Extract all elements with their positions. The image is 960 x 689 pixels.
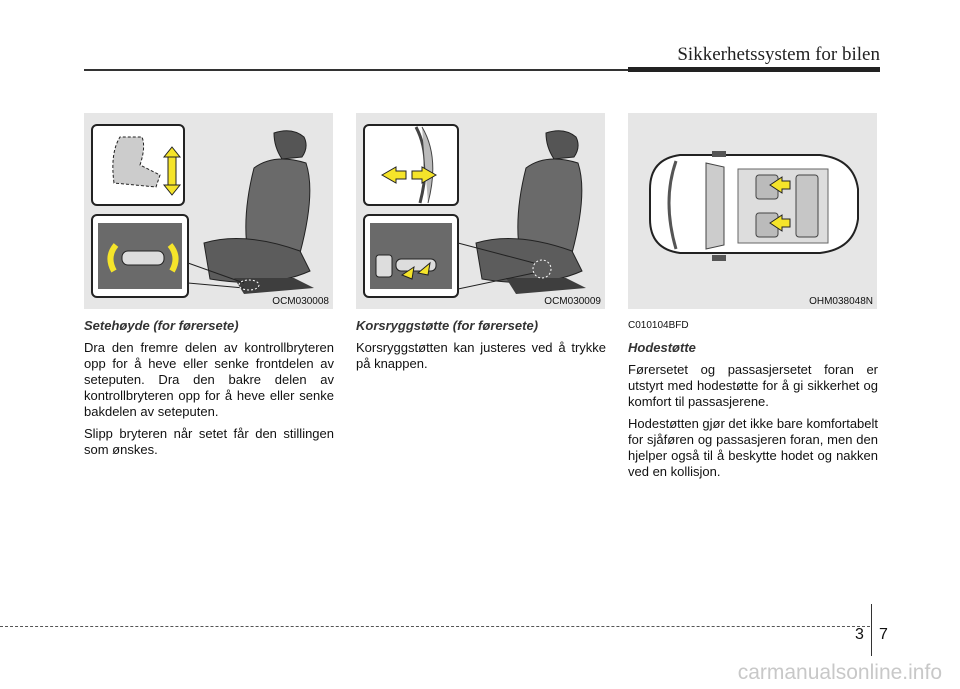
header-title: Sikkerhetssystem for bilen	[677, 44, 880, 65]
section-seat-height: Setehøyde (for førersete) Dra den fremre…	[84, 318, 334, 464]
paragraph: Dra den fremre delen av kontrollbryteren…	[84, 340, 334, 419]
watermark: carmanualsonline.info	[737, 661, 942, 684]
figure-lumbar-support: OCM030009	[356, 113, 605, 309]
header-rule	[84, 69, 880, 71]
figure-seat-height: OCM030008	[84, 113, 333, 309]
figure-headrest: OHM038048N	[628, 113, 877, 309]
section-headrest: C010104BFD Hodestøtte Førersetet og pass…	[628, 318, 878, 486]
section-heading: Setehøyde (for førersete)	[84, 318, 239, 333]
paragraph: Hodestøtten gjør det ikke bare komfortab…	[628, 416, 879, 479]
paragraph: Korsryggstøtten kan justeres ved å trykk…	[356, 340, 606, 371]
page-number: 7	[879, 626, 888, 643]
paragraph: Slipp bryteren når setet får den stillin…	[84, 426, 334, 457]
section-heading: Hodestøtte	[628, 340, 696, 355]
chapter-number: 3	[855, 626, 864, 643]
footer-divider	[0, 626, 870, 627]
figure-code: OCM030009	[544, 296, 601, 307]
car-top-view-illustration	[649, 151, 859, 261]
paragraph: Førersetet og passasjersetet foran er ut…	[628, 362, 878, 409]
section-heading: Korsryggstøtte (for førersete)	[356, 318, 539, 333]
footer-page-separator	[871, 604, 872, 656]
figure-code: OCM030008	[272, 296, 329, 307]
section-lumbar-support: Korsryggstøtte (for førersete) Korsryggs…	[356, 318, 606, 378]
seat-height-illustration	[91, 124, 314, 298]
lumbar-illustration	[363, 124, 586, 298]
section-code: C010104BFD	[628, 320, 689, 331]
figure-code: OHM038048N	[809, 296, 873, 307]
header-rule-accent	[628, 67, 880, 72]
